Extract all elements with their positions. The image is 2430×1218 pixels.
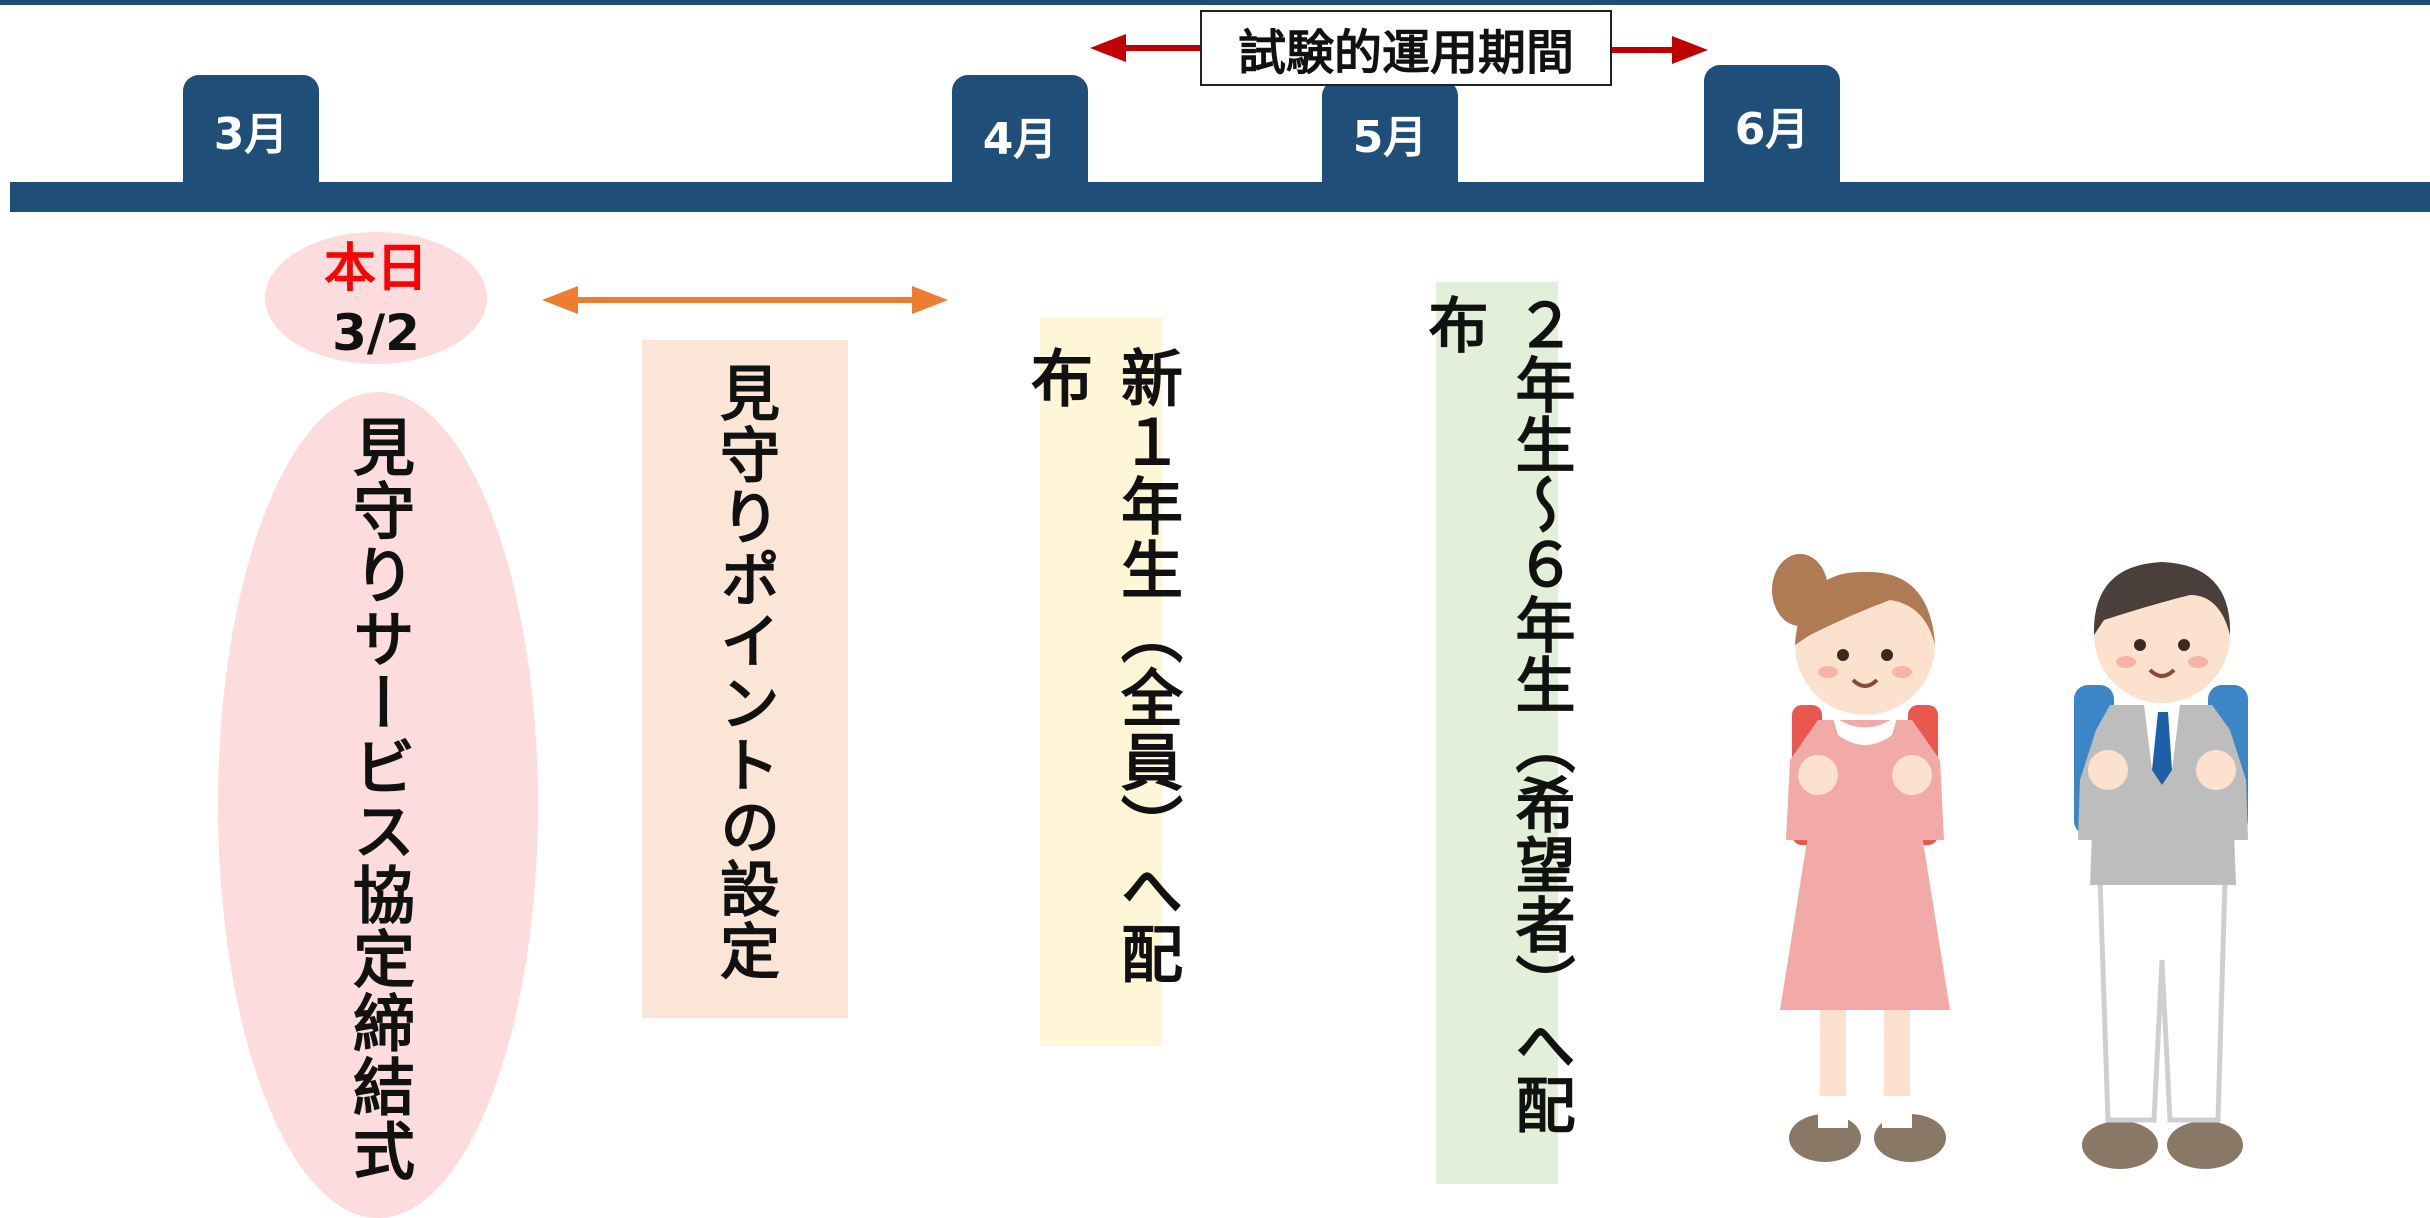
month-tab-march: 3月 xyxy=(183,75,319,185)
boy-student-icon xyxy=(2074,562,2248,1169)
month-label: 4月 xyxy=(982,114,1058,165)
setup-points-text: 見守りポイントの設定 xyxy=(709,362,780,982)
other-grades-text: ２年生～６年生（希望者）へ配布 xyxy=(1418,294,1575,1134)
setup-period-arrow xyxy=(542,286,948,314)
trial-period-arrow xyxy=(1090,34,1708,64)
first-grade-box: 新１年生（全員）へ配布 xyxy=(1020,318,1183,1046)
timeline-bar xyxy=(10,182,2430,212)
top-border xyxy=(0,0,2430,5)
setup-points-box: 見守りポイントの設定 xyxy=(642,340,848,1018)
trial-period-label: 試験的運用期間 xyxy=(1200,10,1612,86)
month-tab-june: 6月 xyxy=(1704,65,1840,185)
today-bubble xyxy=(265,232,487,364)
month-label: 5月 xyxy=(1352,111,1428,163)
month-label: 3月 xyxy=(213,109,289,160)
month-label: 6月 xyxy=(1734,104,1810,155)
ceremony-text: 見守りサービス協定締結式 xyxy=(342,415,415,1183)
today-date: 3/2 xyxy=(332,304,420,362)
ceremony-text-wrap: 見守りサービス協定締結式 xyxy=(218,415,538,1195)
today-label: 本日 xyxy=(323,239,428,299)
other-grades-box: ２年生～６年生（希望者）へ配布 xyxy=(1418,282,1575,1184)
ceremony-ellipse xyxy=(218,392,538,1218)
month-tab-may: 5月 xyxy=(1322,80,1458,185)
first-grade-text: 新１年生（全員）へ配布 xyxy=(1020,346,1183,986)
girl-student-icon xyxy=(1772,554,1950,1162)
month-tab-april: 4月 xyxy=(952,75,1088,185)
